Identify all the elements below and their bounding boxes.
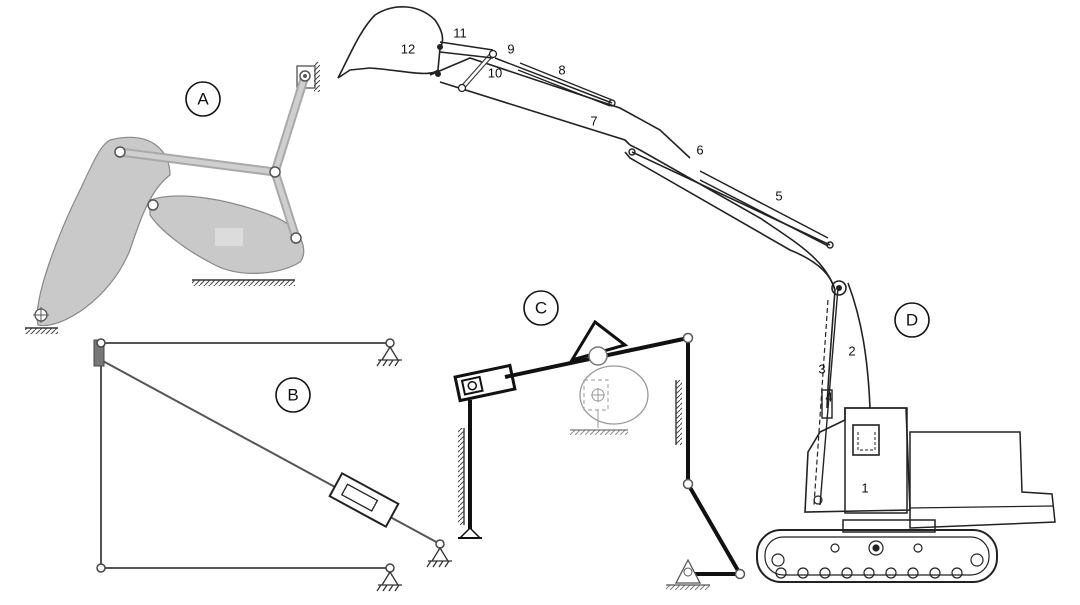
part-number-4: 4 xyxy=(825,390,832,405)
part-number-6: 6 xyxy=(696,143,703,158)
panel-d-excavator xyxy=(337,5,1056,583)
part-number-7: 7 xyxy=(590,114,597,129)
bucket-12 xyxy=(337,5,444,79)
panel-label-circle-b xyxy=(275,377,311,413)
panel-label-circle-a xyxy=(185,81,221,117)
engine-housing xyxy=(909,431,1056,529)
part-number-11: 11 xyxy=(453,26,467,41)
ground-support-icon xyxy=(376,346,452,592)
part-number-5: 5 xyxy=(775,189,782,204)
part-number-3: 3 xyxy=(818,362,825,377)
panel-label-b: B xyxy=(287,386,298,405)
crank-link xyxy=(686,482,742,576)
part-number-9: 9 xyxy=(507,42,514,57)
part-number-2: 2 xyxy=(848,344,855,359)
part-numbers: 1 2 3 4 5 6 7 8 9 10 11 12 xyxy=(401,26,869,496)
panel-label-a: A xyxy=(197,90,209,109)
cam-disc xyxy=(579,365,649,425)
panel-label-c: C xyxy=(535,299,547,318)
panel-a-bucket-linkage: A xyxy=(25,62,320,334)
cylinder-8 xyxy=(494,57,613,104)
boom-outer-edge xyxy=(847,282,871,409)
panel-label-circle-d xyxy=(894,302,930,338)
arm-7 xyxy=(429,57,691,159)
part-number-12: 12 xyxy=(401,42,415,57)
part-number-8: 8 xyxy=(558,63,565,78)
panel-label-d: D xyxy=(906,311,918,330)
cab-window xyxy=(852,424,880,456)
part-number-10: 10 xyxy=(488,66,502,81)
shovel-arm xyxy=(36,136,171,327)
panel-b-slider-linkage: B xyxy=(93,338,452,592)
part-number-1: 1 xyxy=(861,481,868,496)
panel-label-circle-c xyxy=(523,290,559,326)
panel-c-cam-mechanism: C xyxy=(453,290,746,590)
crawler-track xyxy=(756,529,998,583)
